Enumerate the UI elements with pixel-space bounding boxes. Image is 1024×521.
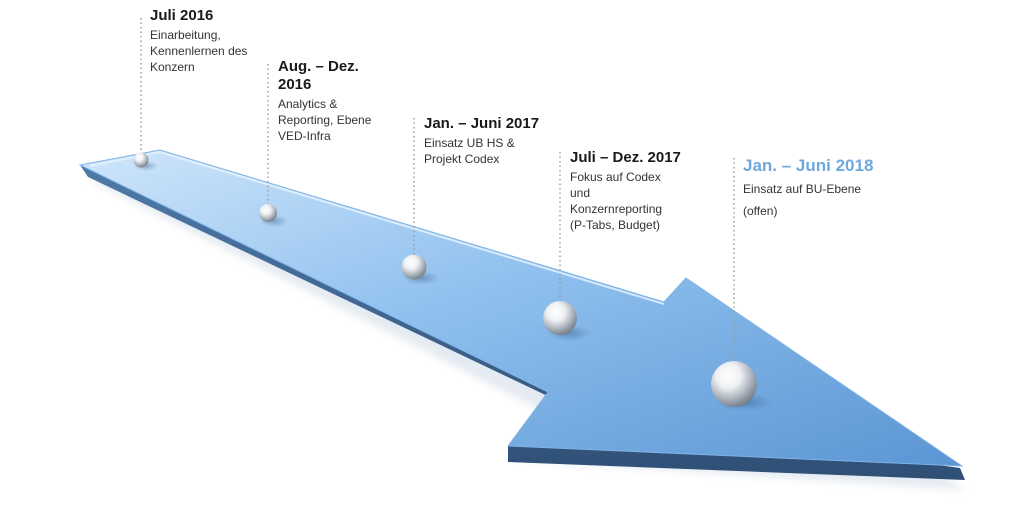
milestone-description: Einarbeitung, Kennenlernen des Konzern (150, 28, 248, 74)
milestone-2016-aug-dec: Aug. – Dez. 2016 Analytics & Reporting, … (278, 58, 398, 144)
marker-pearl (133, 152, 149, 168)
marker-pearl (711, 361, 757, 407)
milestone-title: Aug. – Dez. 2016 (278, 58, 359, 93)
milestone-markers (133, 152, 772, 411)
connector-lines (140, 18, 735, 366)
marker-pearl (259, 204, 277, 222)
milestone-description: Einsatz UB HS & Projekt Codex (424, 136, 515, 166)
milestone-note: (offen) (743, 204, 778, 218)
milestone-2017-jul-dec: Juli – Dez. 2017 Fokus auf Codex und Kon… (570, 149, 710, 233)
milestone-description: Fokus auf Codex und Konzernreporting (P-… (570, 170, 663, 232)
marker-pearl (543, 301, 577, 335)
milestone-title: Juli – Dez. 2017 (570, 149, 681, 166)
milestone-description: Einsatz auf BU-Ebene (743, 182, 862, 196)
arrow-highlight (89, 150, 665, 305)
marker-pearl (401, 254, 427, 280)
milestone-2016-h2-jul: Juli 2016 Einarbeitung, Kennenlernen des… (150, 7, 270, 75)
milestone-description: Analytics & Reporting, Ebene VED-Infra (278, 97, 372, 143)
milestone-title: Jan. – Juni 2017 (424, 115, 540, 132)
milestone-title: Juli 2016 (150, 7, 214, 24)
milestone-title: Jan. – Juni 2018 (743, 156, 874, 175)
milestone-2017-jan-jun: Jan. – Juni 2017 Einsatz UB HS & Projekt… (424, 115, 564, 167)
milestone-2018-jan-jun: Jan. – Juni 2018 Einsatz auf BU-Ebene (o… (743, 157, 913, 219)
